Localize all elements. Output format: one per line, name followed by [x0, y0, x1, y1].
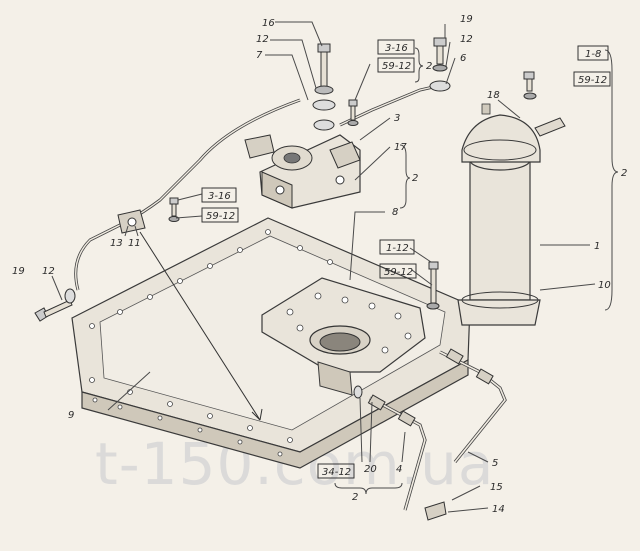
callout-3-16: 3-16 [385, 43, 408, 54]
boxed-callouts [201, 39, 611, 479]
brace-marks [334, 47, 619, 495]
pipe-clamp [117, 209, 146, 234]
callout-9: 9 [68, 410, 74, 421]
callout-6: 6 [460, 53, 466, 64]
callout-1-12: 1-12 [386, 243, 409, 254]
callout-10: 10 [598, 280, 611, 291]
bolt-19-top [429, 37, 451, 92]
callout-59-12: 59-12 [384, 267, 413, 278]
callout-19: 19 [12, 266, 25, 277]
callout-3: 3 [394, 113, 400, 124]
callout-59-12: 59-12 [578, 75, 607, 86]
callout-12: 12 [256, 34, 269, 45]
union-fittings [353, 348, 494, 521]
callout-labels: 16 12 7 19 12 6 3 17 2 2 2 18 1 10 8 13 … [12, 14, 627, 515]
bolt-1-12 [426, 261, 440, 310]
oil-filter [457, 103, 566, 326]
callout-18: 18 [487, 90, 500, 101]
callout-2: 2 [412, 173, 418, 184]
callout-16: 16 [262, 18, 275, 29]
callout-15: 15 [490, 482, 503, 493]
callout-2: 2 [426, 61, 432, 72]
bolt-1-8 [523, 71, 537, 100]
callout-14: 14 [492, 504, 505, 515]
callout-7: 7 [256, 50, 263, 61]
callout-19: 19 [460, 14, 473, 25]
callout-5: 5 [492, 458, 498, 469]
callout-17: 17 [394, 142, 407, 153]
callout-1: 1 [594, 241, 600, 252]
callout-4: 4 [396, 464, 402, 475]
boxed-callout-labels: 3-16 59-12 1-8 59-12 3-16 59-12 1-12 59-… [206, 43, 607, 478]
bolt-16 [312, 43, 336, 131]
callout-2: 2 [352, 492, 358, 503]
callout-13: 13 [110, 238, 123, 249]
callout-12: 12 [460, 34, 473, 45]
callout-11: 11 [128, 238, 141, 249]
bolt-3-16-top [347, 99, 359, 126]
callout-59-12: 59-12 [206, 211, 235, 222]
callout-34-12: 34-12 [322, 467, 351, 478]
callout-2: 2 [621, 168, 627, 179]
assembly-arrow [139, 231, 261, 421]
callout-3-16: 3-16 [208, 191, 231, 202]
leader-lines [51, 21, 596, 513]
bolt-19-left [34, 288, 76, 322]
callout-59-12: 59-12 [382, 61, 411, 72]
pump-mounting-plate [261, 277, 426, 396]
oil-pump [244, 134, 361, 209]
callout-1-8: 1-8 [585, 49, 601, 60]
callout-20: 20 [364, 464, 377, 475]
callout-8: 8 [392, 207, 398, 218]
callout-12: 12 [42, 266, 55, 277]
oil-lines [74, 83, 507, 511]
